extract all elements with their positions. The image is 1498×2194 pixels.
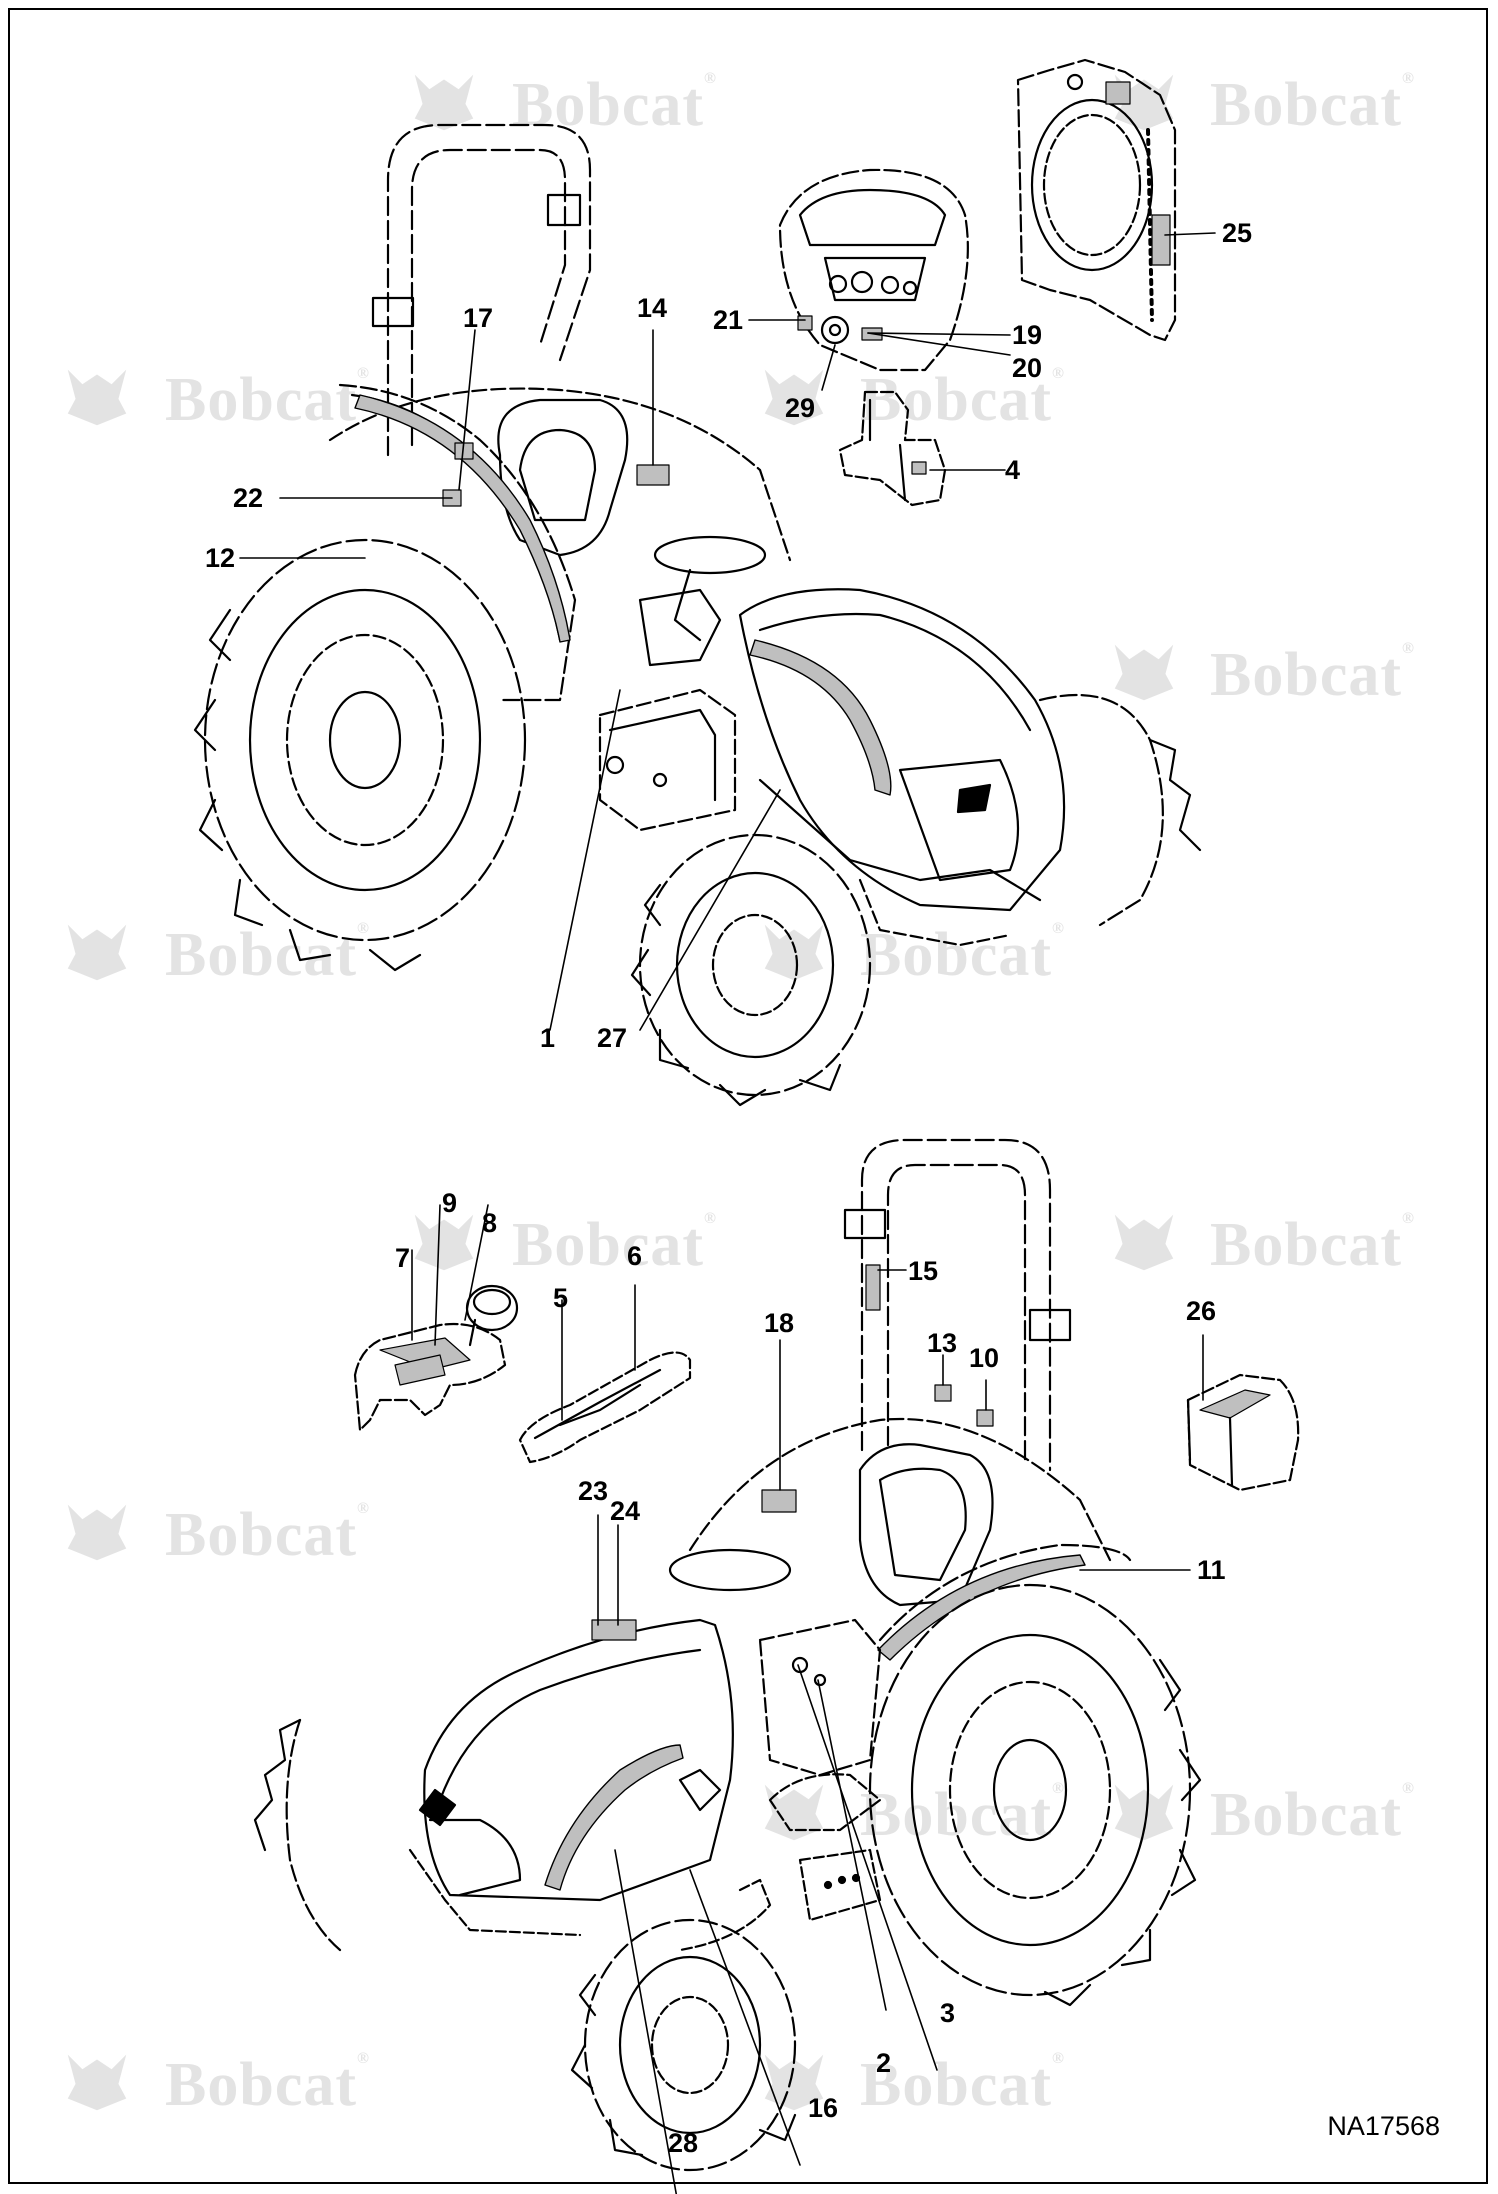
callout-23: 23 (578, 1476, 609, 1506)
callout-22: 22 (233, 483, 264, 513)
watermark-text: Bobcat® (165, 2050, 370, 2119)
callout-17: 17 (463, 303, 494, 333)
parts-7-8-9 (353, 1284, 519, 1432)
watermark-text: Bobcat® (165, 365, 370, 434)
callout-27: 27 (597, 1023, 628, 1053)
part-26 (1186, 1373, 1300, 1492)
callout-20: 20 (1012, 353, 1043, 383)
watermark-text: Bobcat® (1210, 1210, 1415, 1279)
callout-28: 28 (668, 2128, 699, 2158)
callout-6: 6 (627, 1241, 643, 1271)
callout-9: 9 (442, 1188, 458, 1218)
callout-21: 21 (713, 305, 744, 335)
bobcat-logo-watermark (67, 369, 127, 426)
bobcat-logo-watermark (764, 369, 824, 426)
bobcat-logo-watermark (764, 2054, 824, 2111)
callout-3: 3 (940, 1998, 956, 2028)
bobcat-logo-watermark (1114, 74, 1174, 131)
drawing-border (8, 8, 1488, 2184)
callout-5: 5 (553, 1283, 569, 1313)
top-tractor (193, 123, 1202, 1107)
bobcat-logo-watermark (1114, 1214, 1174, 1271)
callout-15: 15 (908, 1256, 939, 1286)
watermark-text: Bobcat® (512, 70, 717, 139)
watermark-text: Bobcat® (860, 365, 1065, 434)
callout-26: 26 (1186, 1296, 1217, 1326)
callout-29: 29 (785, 393, 816, 423)
callout-11: 11 (1197, 1555, 1226, 1585)
bottom-tractor (253, 1138, 1202, 2172)
drawing-code: NA17568 (1327, 2111, 1440, 2141)
callout-18: 18 (764, 1308, 795, 1338)
bobcat-logo-watermark (764, 1784, 824, 1841)
callout-13: 13 (927, 1328, 958, 1358)
callout-19: 19 (1012, 320, 1043, 350)
callout-8: 8 (482, 1208, 498, 1238)
bobcat-logo-watermark (414, 74, 474, 131)
leader-lines (239, 232, 1216, 2194)
bobcat-logo-watermark (764, 924, 824, 981)
callout-7: 7 (395, 1243, 411, 1273)
bobcat-logo-watermark (1114, 644, 1174, 701)
watermark-text: Bobcat® (1210, 1780, 1415, 1849)
fan-shroud-part (1016, 58, 1177, 342)
callout-1: 1 (540, 1023, 556, 1053)
panel-4-part (838, 390, 947, 507)
bobcat-logo-watermark (414, 1214, 474, 1271)
dashboard-inset (778, 168, 969, 372)
bobcat-logo-watermark (67, 1504, 127, 1561)
bobcat-logo-watermark (1114, 1784, 1174, 1841)
watermark-text: Bobcat® (1210, 640, 1415, 709)
watermark-text: Bobcat® (860, 920, 1065, 989)
callout-4: 4 (1005, 455, 1021, 485)
callout-25: 25 (1222, 218, 1253, 248)
callout-2: 2 (876, 2048, 892, 2078)
watermark-text: Bobcat® (860, 2050, 1065, 2119)
watermark-text: Bobcat® (165, 1500, 370, 1569)
callout-14: 14 (637, 293, 668, 323)
callout-10: 10 (969, 1343, 1000, 1373)
callout-12: 12 (205, 543, 236, 573)
callout-24: 24 (610, 1496, 641, 1526)
callout-16: 16 (808, 2093, 839, 2123)
bobcat-logo-watermark (67, 2054, 127, 2111)
parts-5-6 (518, 1351, 692, 1464)
watermark-text: Bobcat® (1210, 70, 1415, 139)
bobcat-logo-watermark (67, 924, 127, 981)
watermark-text: Bobcat® (512, 1210, 717, 1279)
